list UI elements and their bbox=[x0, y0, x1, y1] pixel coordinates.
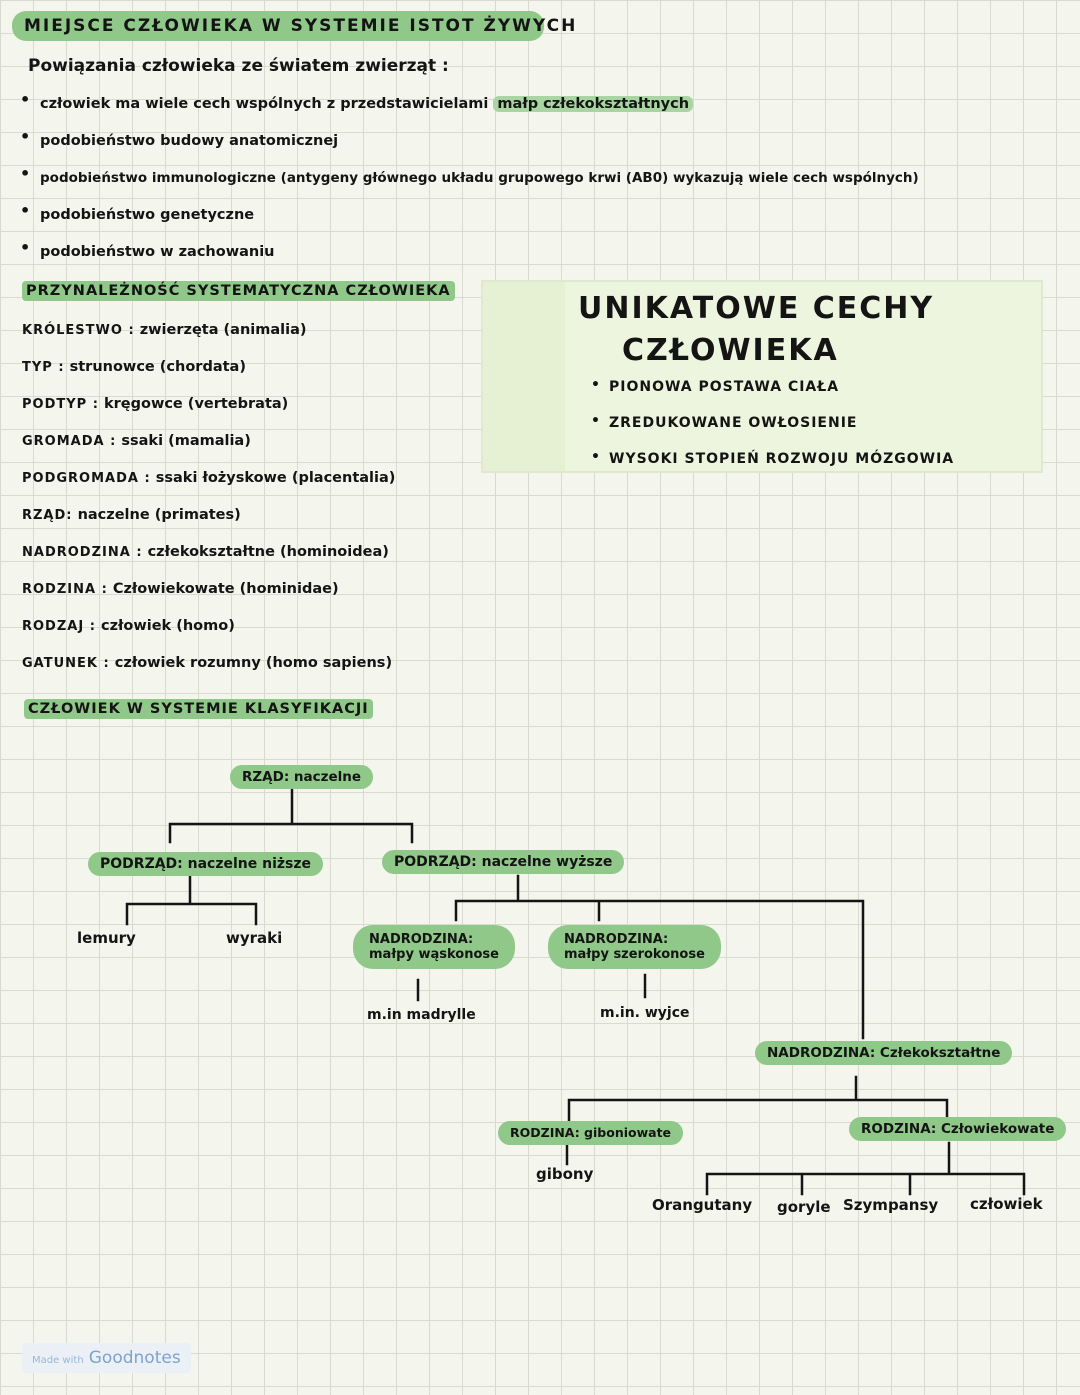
tree-leaf-szympansy: Szympansy bbox=[843, 1196, 939, 1214]
tree-node-waskonose-name: małpy wąskonose bbox=[369, 947, 499, 962]
taxonomy-rank: TYP : bbox=[22, 360, 65, 375]
taxonomy-row: TYP : strunowce (chordata) bbox=[22, 353, 395, 390]
taxonomy-row: RZĄD: naczelne (primates) bbox=[22, 501, 395, 538]
taxonomy-row: RODZAJ : człowiek (homo) bbox=[22, 612, 395, 649]
relations-list: człowiek ma wiele cech wspólnych z przed… bbox=[18, 86, 919, 275]
unique-feature-item: PIONOWA POSTAWA CIAŁA bbox=[591, 374, 954, 412]
taxonomy-row: KRÓLESTWO : zwierzęta (animalia) bbox=[22, 316, 395, 353]
tree-node-czlekoksztaltne: NADRODZINA: Człekokształtne bbox=[755, 1041, 1013, 1065]
tree-node-suborder-lower: PODRZĄD: naczelne niższe bbox=[88, 852, 324, 876]
taxonomy-row: GROMADA : ssaki (mamalia) bbox=[22, 427, 395, 464]
taxonomy-row: RODZINA : Człowiekowate (hominidae) bbox=[22, 575, 395, 612]
taxonomy-row: GATUNEK : człowiek rozumny (homo sapiens… bbox=[22, 649, 395, 686]
relations-item-text: podobieństwo w zachowaniu bbox=[40, 244, 275, 260]
taxonomy-value: ssaki (mamalia) bbox=[121, 433, 251, 449]
tree-node-czlowiekowate: RODZINA: Człowiekowate bbox=[849, 1117, 1067, 1141]
taxonomy-rank: NADRODZINA : bbox=[22, 545, 143, 560]
taxonomy-rank: PODTYP : bbox=[22, 397, 99, 412]
tree-node-giboniowate: RODZINA: giboniowate bbox=[498, 1121, 684, 1145]
tree-leaf-lemury: lemury bbox=[77, 929, 136, 947]
tree-node-suborder-higher: PODRZĄD: naczelne wyższe bbox=[382, 850, 625, 874]
taxonomy-row: PODGROMADA : ssaki łożyskowe (placentali… bbox=[22, 464, 395, 501]
taxonomy-rank: RODZINA : bbox=[22, 582, 108, 597]
relations-item-text: podobieństwo budowy anatomicznej bbox=[40, 133, 339, 149]
tree-leaf-wyjce: m.in. wyjce bbox=[600, 1005, 690, 1021]
unique-features-title: UNIKATOWE CECHY CZŁOWIEKA bbox=[578, 288, 934, 372]
card-accent-strip bbox=[483, 282, 565, 471]
relations-item: podobieństwo genetyczne bbox=[18, 197, 919, 238]
relations-item-text: człowiek ma wiele cech wspólnych z przed… bbox=[40, 96, 489, 112]
taxonomy-value: człowiek (homo) bbox=[100, 618, 235, 634]
relations-item-text: podobieństwo genetyczne bbox=[40, 207, 255, 223]
tree-node-szerokonose: NADRODZINA: małpy szerokonose bbox=[548, 925, 721, 969]
taxonomy-value: człekokształtne (hominoidea) bbox=[147, 544, 389, 560]
tree-node-waskonose: NADRODZINA: małpy wąskonose bbox=[353, 925, 515, 969]
tree-node-szerokonose-rank: NADRODZINA: bbox=[564, 932, 669, 947]
tree-leaf-madrylle: m.in madrylle bbox=[367, 1007, 476, 1023]
taxonomy-rank: GATUNEK : bbox=[22, 656, 110, 671]
relations-heading: Powiązania człowieka ze światem zwierząt… bbox=[28, 56, 449, 76]
unique-title-line1: UNIKATOWE CECHY bbox=[578, 291, 935, 326]
page-title: MIEJSCE CZŁOWIEKA W SYSTEMIE ISTOT ŻYWYC… bbox=[12, 11, 575, 41]
taxonomy-row: NADRODZINA : człekokształtne (hominoidea… bbox=[22, 538, 395, 575]
unique-feature-item: WYSOKI STOPIEŃ ROZWOJU MÓZGOWIA bbox=[591, 446, 954, 484]
tree-node-szerokonose-name: małpy szerokonose bbox=[564, 947, 705, 962]
tree-leaf-wyraki: wyraki bbox=[226, 929, 283, 947]
taxonomy-rank: PODGROMADA : bbox=[22, 471, 151, 486]
relations-item: podobieństwo w zachowaniu bbox=[18, 234, 919, 275]
relations-item: podobieństwo budowy anatomicznej bbox=[18, 123, 919, 164]
taxonomy-value: naczelne (primates) bbox=[77, 507, 241, 523]
unique-features-list: PIONOWA POSTAWA CIAŁA ZREDUKOWANE OWŁOSI… bbox=[591, 374, 954, 484]
taxonomy-heading: PRZYNALEŻNOŚĆ SYSTEMATYCZNA CZŁOWIEKA bbox=[22, 281, 455, 301]
relations-item: podobieństwo immunologiczne (antygeny gł… bbox=[18, 160, 919, 201]
classification-heading: CZŁOWIEK W SYSTEMIE KLASYFIKACJI bbox=[24, 699, 373, 719]
tree-node-order: RZĄD: naczelne bbox=[230, 765, 374, 789]
unique-features-card: UNIKATOWE CECHY CZŁOWIEKA PIONOWA POSTAW… bbox=[481, 280, 1043, 473]
relations-item: człowiek ma wiele cech wspólnych z przed… bbox=[18, 86, 919, 127]
tree-leaf-goryle: goryle bbox=[777, 1198, 831, 1216]
relations-item-text: podobieństwo immunologiczne (antygeny gł… bbox=[40, 170, 919, 186]
tree-node-waskonose-rank: NADRODZINA: bbox=[369, 932, 474, 947]
watermark-small-text: Made with bbox=[32, 1355, 84, 1366]
unique-feature-item: ZREDUKOWANE OWŁOSIENIE bbox=[591, 410, 954, 448]
watermark-brand-text: Goodnotes bbox=[88, 1348, 181, 1368]
taxonomy-value: Człowiekowate (hominidae) bbox=[112, 581, 339, 597]
unique-title-line2: CZŁOWIEKA bbox=[622, 333, 839, 368]
taxonomy-value: człowiek rozumny (homo sapiens) bbox=[114, 655, 393, 671]
taxonomy-rank: RODZAJ : bbox=[22, 619, 96, 634]
taxonomy-value: strunowce (chordata) bbox=[69, 359, 246, 375]
goodnotes-watermark: Made with Goodnotes bbox=[22, 1343, 191, 1373]
taxonomy-row: PODTYP : kręgowce (vertebrata) bbox=[22, 390, 395, 427]
taxonomy-value: zwierzęta (animalia) bbox=[139, 322, 307, 338]
taxonomy-rank: RZĄD: bbox=[22, 508, 73, 523]
tree-leaf-czlowiek: człowiek bbox=[970, 1195, 1043, 1213]
taxonomy-value: ssaki łożyskowe (placentalia) bbox=[155, 470, 396, 486]
tree-leaf-gibony: gibony bbox=[536, 1165, 594, 1183]
taxonomy-list: KRÓLESTWO : zwierzęta (animalia) TYP : s… bbox=[22, 316, 395, 686]
relations-highlight: małp człekokształtnych bbox=[493, 96, 694, 112]
taxonomy-rank: KRÓLESTWO : bbox=[22, 323, 135, 338]
taxonomy-value: kręgowce (vertebrata) bbox=[103, 396, 289, 412]
tree-leaf-orangutany: Orangutany bbox=[652, 1196, 753, 1214]
taxonomy-rank: GROMADA : bbox=[22, 434, 117, 449]
